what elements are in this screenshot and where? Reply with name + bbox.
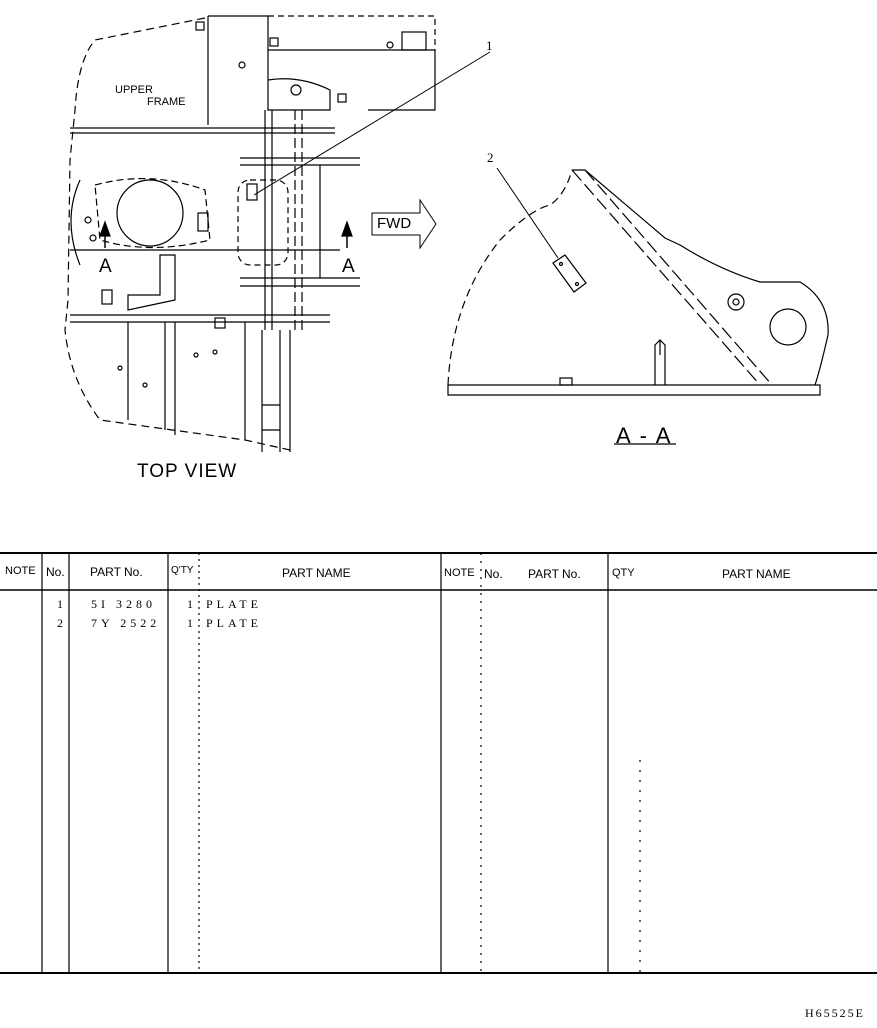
top-view-drawing xyxy=(64,15,491,452)
header-no-left: No. xyxy=(46,565,65,579)
table-row-qty: 1 xyxy=(187,616,197,630)
header-part-name-left: PART NAME xyxy=(282,566,351,580)
table-row-part-no: 7Y 2522 xyxy=(91,616,161,630)
table-row-no: 2 xyxy=(57,616,67,630)
table-row-part-name: PLATE xyxy=(206,616,262,630)
header-note-right: NOTE xyxy=(444,567,475,579)
upper-frame-label: UPPER FRAME xyxy=(115,84,186,108)
table-row-no: 1 xyxy=(57,597,67,611)
callout-1: 1 xyxy=(486,38,493,53)
fwd-arrow xyxy=(371,198,437,250)
header-part-name-right: PART NAME xyxy=(722,567,791,581)
header-no-right: No. xyxy=(484,567,503,581)
drawing-number: H65525E xyxy=(805,1006,865,1020)
top-view-title: TOP VIEW xyxy=(137,461,238,482)
parts-table-grid xyxy=(0,552,877,974)
header-note-left: NOTE xyxy=(5,565,36,577)
section-marker-right: A xyxy=(342,256,355,277)
table-row-part-no: 5I 3280 xyxy=(91,597,156,611)
section-marker-left: A xyxy=(99,256,112,277)
header-part-no-right: PART No. xyxy=(528,567,581,581)
section-view-drawing xyxy=(447,167,829,445)
table-row-part-name: PLATE xyxy=(206,597,262,611)
section-title: A - A xyxy=(616,423,673,448)
header-qty-right: QTY xyxy=(612,567,635,579)
table-row-qty: 1 xyxy=(187,597,197,611)
header-qty-left: Q'TY xyxy=(171,565,194,576)
callout-2: 2 xyxy=(487,150,494,165)
header-part-no-left: PART No. xyxy=(90,565,143,579)
fwd-label: FWD xyxy=(377,215,412,232)
